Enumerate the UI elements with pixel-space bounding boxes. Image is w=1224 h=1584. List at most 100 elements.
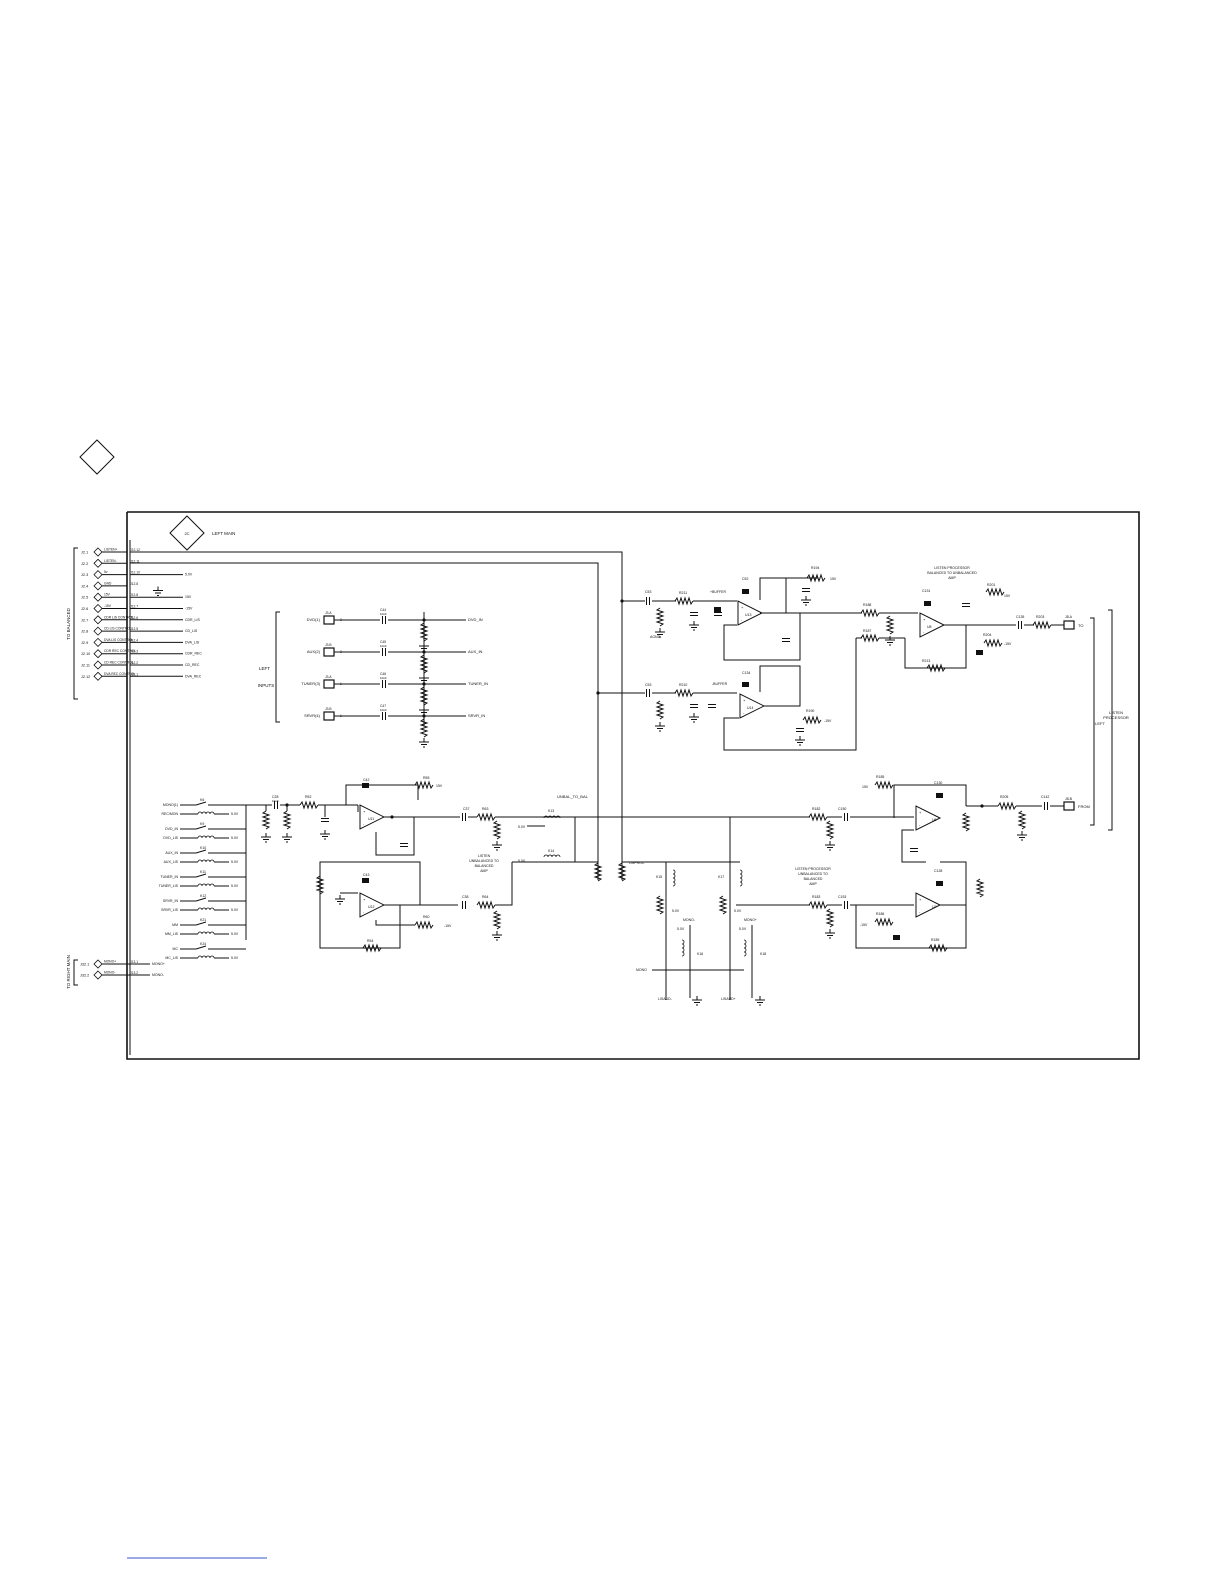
c130-label: C130 (934, 781, 942, 785)
j2-signal-label: -15V (104, 604, 112, 608)
u12-label: U12 (368, 905, 374, 909)
k15-label: K15 (656, 875, 662, 879)
j12-pin-label: J12.1 (130, 672, 138, 676)
j2-signal-label: LISTEN+ (104, 548, 118, 552)
c128-label: C128 (934, 869, 942, 873)
mono-plus-label: MONO+ (744, 918, 757, 922)
c38-label: C38 (462, 895, 468, 899)
j2-connector-rows: J2.1LISTEN+J12.12J2.2LISTEN-J12.11J2.35v… (81, 548, 202, 681)
v15-label-u8: 15V (1004, 594, 1011, 598)
relay-ref: K12 (200, 894, 206, 898)
r55-label: R55 (423, 776, 429, 780)
buffer-minus-label: -BUFFER (712, 682, 728, 686)
schematic-frame (126, 511, 1140, 1060)
v15-label-u6: 15V (862, 785, 869, 789)
inputs-block: LEFT INPUTS DVD(1)J3.A2C4410uFDVD_INAUX(… (258, 608, 488, 748)
input-name: AUX(2) (307, 649, 321, 654)
j32-pin-label: J32.1 (80, 963, 89, 967)
input-cap-value: 10uF (380, 612, 387, 616)
note-bal-to-unbal-3: AMP (948, 576, 956, 580)
input-jack: J3.A (325, 675, 332, 679)
right-bracket-line-1: LISTEN (1109, 710, 1123, 715)
r194-label: R194 (811, 566, 819, 570)
j2-pin-label: J2.7 (81, 618, 88, 622)
j12-pin-label: J12.8 (130, 593, 138, 597)
input-net: AUX_IN (468, 649, 483, 654)
vm15-label-u8: -15V (1004, 642, 1012, 646)
r203-label: R203 (1036, 615, 1044, 619)
j2-pin-label: J2.9 (81, 641, 88, 645)
j32-signal-label: MONO- (104, 971, 115, 975)
input-cap-label: C47 (380, 704, 386, 708)
k13-5v: 5.0V (518, 825, 526, 829)
c42-label: C42 (363, 778, 369, 782)
j2-pin-label: J2.3 (81, 573, 88, 577)
relay-bottom-label: AUX_LIS (164, 860, 179, 864)
relay-top-label: MC (173, 947, 179, 951)
j2-signal-label: LISTEN- (104, 559, 117, 563)
r183-label: R183 (812, 895, 820, 899)
j32-net-label: MONO- (152, 973, 165, 977)
note-unbal-to-bal-4: AMP (480, 869, 488, 873)
c153-label: C153 (838, 895, 846, 899)
u8-label: U8 (927, 625, 932, 629)
unbal-to-bal-label: UNBAL_TO_BAL (557, 794, 589, 799)
j2-net-label: DVA_LIS (185, 640, 200, 644)
j2-signal-label: GND (104, 581, 112, 585)
note-lp-2: UNBALANCED TO (798, 872, 828, 876)
u7-label: U7 (932, 905, 937, 909)
connector-bracket-balanced: TO BALANCED (66, 547, 78, 700)
right-bracket-listen-processor: LISTEN PROCESSOR LEFT (1090, 609, 1129, 831)
relay-bottom-label: REC/MON (161, 812, 178, 816)
v15-label-u11: 15V (436, 784, 443, 788)
input-net: TUNER_IN (468, 681, 488, 686)
bracket-label-balanced: TO BALANCED (66, 607, 71, 639)
agnd-label: AGND (650, 635, 661, 639)
input-jack: J3.B (325, 707, 332, 711)
c43-label: C43 (363, 873, 369, 877)
connector-bracket-right-main: TO RIGHT MAIN (66, 955, 78, 989)
c52-label: C52 (742, 577, 748, 581)
c150-label: C150 (838, 807, 846, 811)
j8a-label: J8.A (1065, 615, 1073, 619)
r60-label: R60 (423, 915, 429, 919)
j12-pin-label: J12.10 (130, 571, 140, 575)
note-lp-4: AMP (809, 882, 817, 886)
r63-label: R63 (482, 807, 488, 811)
note-unbal-to-bal-2: UNBALANCED TO (469, 859, 499, 863)
note-bal-to-unbal-1: LISTEN PROCESSOR (934, 566, 970, 570)
j8b-label: J8.B (1065, 797, 1073, 801)
r189-label: R189 (931, 938, 939, 942)
title-marker-label: 2C (184, 531, 189, 536)
relay-ref: K6 (200, 798, 204, 802)
c135-label: C135 (1016, 615, 1024, 619)
j12-pin-label: J12.6 (130, 616, 138, 620)
k14-5v: 5.0V (518, 859, 526, 863)
input-net: DVD_IN (468, 617, 483, 622)
relay-top-label: MONO(1) (163, 803, 178, 807)
input-net: SRVR_IN (468, 713, 485, 718)
mono-minus-label: MONO- (683, 918, 696, 922)
j12-pin-label: J12.7 (130, 605, 138, 609)
c134-label: C134 (742, 671, 750, 675)
u13-label: U13 (745, 613, 751, 617)
input-name: DVD(1) (307, 617, 321, 622)
c131-label: C131 (922, 589, 930, 593)
lisaud-minus-label: LISAUD- (658, 997, 673, 1001)
j2-net-label: CD_REC (185, 663, 200, 667)
lp-unbal-to-bal-stage: J8.B FROM C142 R205 U6 C130 R185 15V R18… (730, 775, 1090, 952)
right-bracket-line-2: PROCESSOR (1103, 715, 1129, 720)
relay-ref: K21 (200, 918, 206, 922)
j2-net-label: 5.0V (185, 573, 193, 577)
